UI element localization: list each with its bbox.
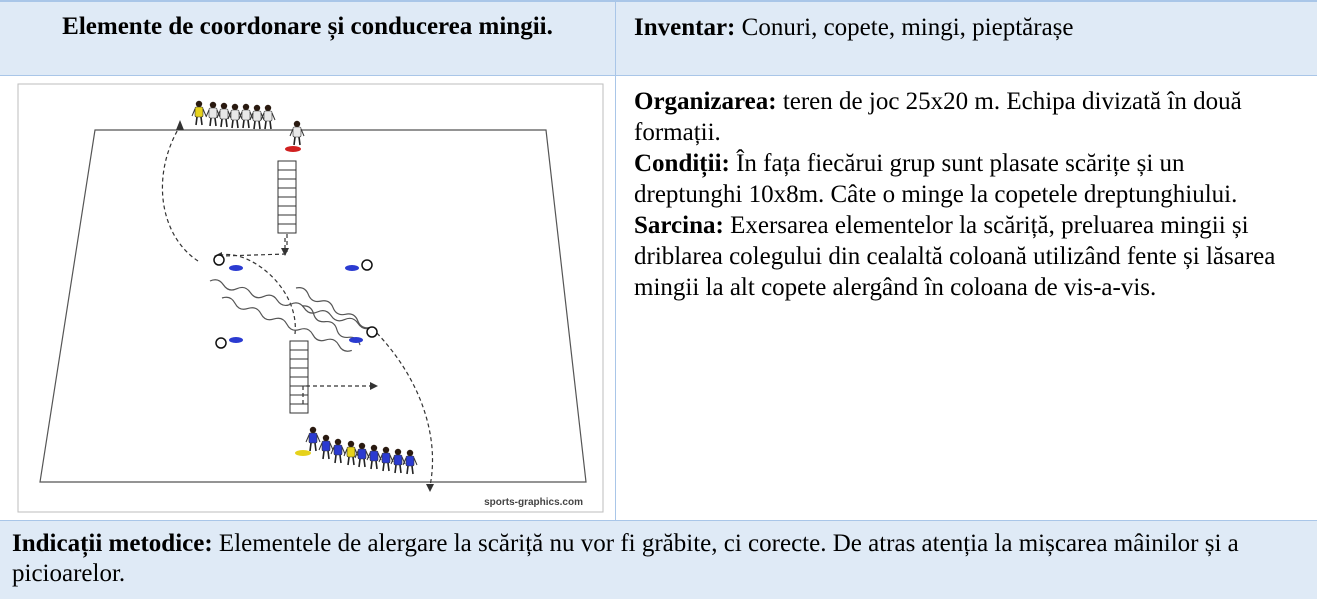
drill-diagram: sports-graphics.com (17, 83, 604, 513)
diagram-cell: sports-graphics.com (0, 75, 616, 520)
inventory-text: Inventar: Conuri, copete, mingi, pieptăr… (616, 2, 1317, 43)
arrow-head-ladder (281, 248, 289, 256)
player-group-blue (305, 426, 418, 475)
dribble-lines (209, 279, 372, 352)
player-white-1 (191, 100, 207, 126)
cone-red (285, 146, 301, 152)
inventory-cell: Inventar: Conuri, copete, mingi, pieptăr… (616, 0, 1317, 75)
player-blue-8 (390, 448, 406, 474)
methodology-value: Elementele de alergare la scăriță nu vor… (12, 530, 1239, 587)
player-blue-6 (366, 444, 382, 470)
player-blue-9 (402, 449, 418, 475)
methodology-label: Indicații metodice: (12, 530, 213, 557)
arrow-head-bottom (426, 484, 434, 492)
dribble-line-4 (301, 305, 361, 346)
methodology-cell: Indicații metodice: Elementele de alerga… (0, 520, 1317, 599)
dribble-line-1 (209, 279, 372, 330)
agility-ladder-bottom (289, 340, 309, 414)
player-group-white (191, 100, 305, 146)
player-blue-2 (318, 434, 334, 460)
player-white-4 (227, 103, 243, 129)
description-text: Organizarea: teren de joc 25x20 m. Echip… (616, 76, 1317, 303)
player-white-2 (205, 101, 221, 127)
ball-top-right (361, 259, 373, 271)
cone-yellow (295, 450, 311, 456)
run-path-top-exit (221, 234, 288, 257)
dribble-line-3 (295, 287, 371, 329)
arrow-head-top (176, 120, 184, 130)
run-path-left (161, 125, 199, 262)
cone-top-right (345, 265, 359, 271)
organization-text: teren de joc 25x20 m. Echipa divizată în… (634, 88, 1242, 146)
pitch-outline (39, 129, 587, 483)
methodology-text: Indicații metodice: Elementele de alerga… (0, 521, 1317, 589)
run-path-right (371, 327, 434, 487)
inventory-label: Inventar: (634, 14, 736, 41)
cone-bottom-right (349, 337, 363, 343)
run-path-to-ball-top (217, 253, 296, 335)
conditions-text: În fața fiecărui grup sunt plasate scări… (634, 150, 1238, 208)
player-white-8 (289, 120, 305, 146)
player-white-6 (249, 104, 265, 130)
agility-ladder-top (277, 160, 297, 234)
description-cell: Organizarea: teren de joc 25x20 m. Echip… (616, 75, 1317, 520)
player-white-3 (216, 102, 232, 128)
dribble-line-2 (221, 296, 352, 352)
player-blue-1 (305, 426, 321, 452)
cone-bottom-left (229, 337, 243, 343)
arrow-head-ball-bottom (370, 382, 378, 390)
player-blue-3 (330, 438, 346, 464)
conditions-label: Condiții: (634, 150, 730, 177)
watermark: sports-graphics.com (484, 497, 583, 508)
task-text: Exersarea elementelor la scăriță, prelua… (634, 212, 1276, 301)
ball-top-left (213, 254, 225, 266)
player-white-5 (238, 103, 254, 129)
title-cell: Elemente de coordonare și conducerea min… (0, 0, 616, 75)
drill-title: Elemente de coordonare și conducerea min… (62, 13, 553, 40)
ball-bottom-right (366, 326, 378, 338)
ball-bottom-left (215, 337, 227, 349)
inventory-value: Conuri, copete, mingi, pieptărașe (735, 14, 1074, 41)
cones-and-balls (213, 146, 378, 456)
player-blue-4 (343, 440, 359, 466)
task-label: Sarcina: (634, 212, 724, 239)
cone-top-left (229, 265, 243, 271)
player-white-7 (260, 104, 276, 130)
organization-label: Organizarea: (634, 88, 777, 115)
